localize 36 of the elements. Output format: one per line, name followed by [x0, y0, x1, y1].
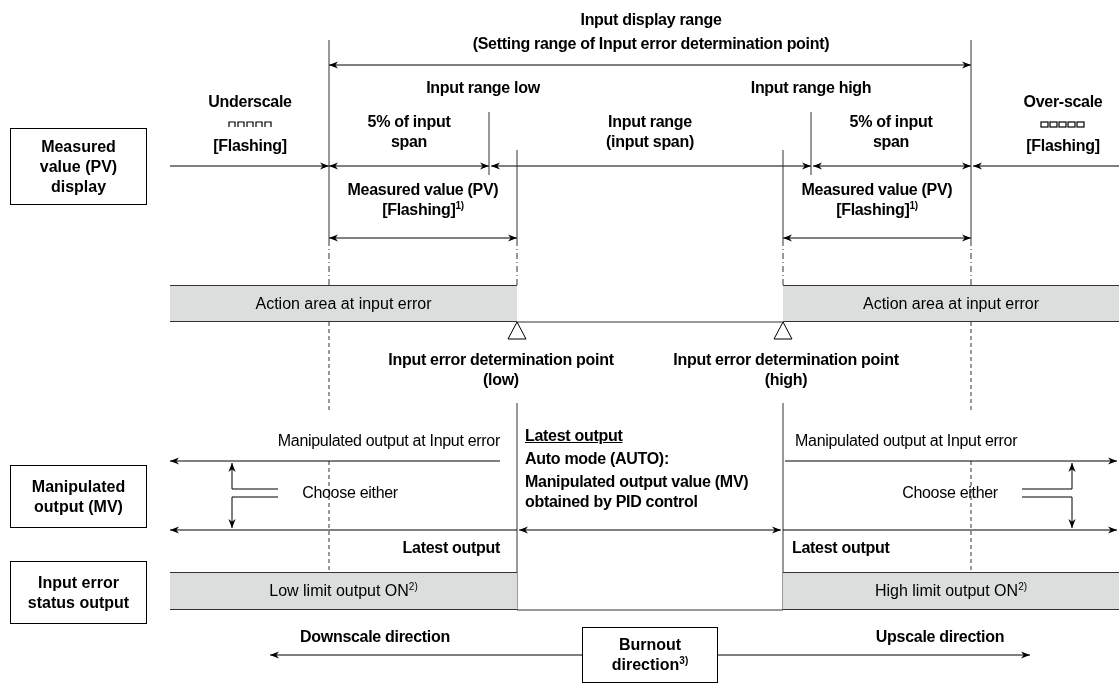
range-label: Underscale: [207, 92, 293, 112]
burnout-box: Burnout direction$^{3)}$: [582, 627, 718, 683]
range-label: Measured value (PV) [Flashing]$^{1)}$: [346, 180, 500, 220]
point-label: Input error determination point (low): [387, 350, 615, 390]
range-label: (Setting range of Input error determination point): [471, 34, 831, 54]
range-label: 5% of input span: [848, 112, 934, 152]
point-label: Input error determination point (high): [672, 350, 900, 390]
output-label: Latest output: [792, 538, 891, 558]
label-box: Manipulated output (MV): [10, 465, 147, 528]
edge-label: Upscale direction: [874, 627, 1006, 647]
status-bar: High limit output ON$^{2)}$: [783, 572, 1119, 610]
label-box: Measured value (PV) display: [10, 128, 147, 205]
status-label: [Flashing]: [212, 136, 288, 156]
note-label: Choose either: [901, 483, 999, 503]
edge-label: Downscale direction: [299, 627, 451, 647]
output-label: Manipulated output at Input error: [795, 431, 1019, 451]
action-area-bar: Action area at input error: [783, 285, 1119, 322]
status-label: [Flashing]: [1025, 136, 1101, 156]
range-label: 5% of input span: [366, 112, 452, 152]
output-label: Manipulated output at Input error: [276, 431, 500, 451]
note-label: Choose either: [301, 483, 399, 503]
range-label: Input range low: [425, 78, 541, 98]
range-label: Input range (input span): [605, 112, 695, 152]
action-area-bar: Action area at input error: [170, 285, 517, 322]
heading-label: Latest output: [525, 426, 624, 446]
label-box: Input error status output: [10, 561, 147, 624]
range-label: Input range high: [749, 78, 873, 98]
note-label: Manipulated output value (MV) obtained by PID control: [525, 472, 750, 512]
arrow: [269, 651, 583, 659]
range-label: Over-scale: [1022, 92, 1104, 112]
status-bar: Low limit output ON$^{2)}$: [170, 572, 517, 610]
output-label: Latest output: [401, 538, 500, 558]
range-label: Measured value (PV) [Flashing]$^{1)}$: [800, 180, 954, 220]
arrow: [717, 651, 1031, 659]
note-label: Auto mode (AUTO):: [525, 449, 670, 469]
range-label: Input display range: [579, 10, 723, 30]
